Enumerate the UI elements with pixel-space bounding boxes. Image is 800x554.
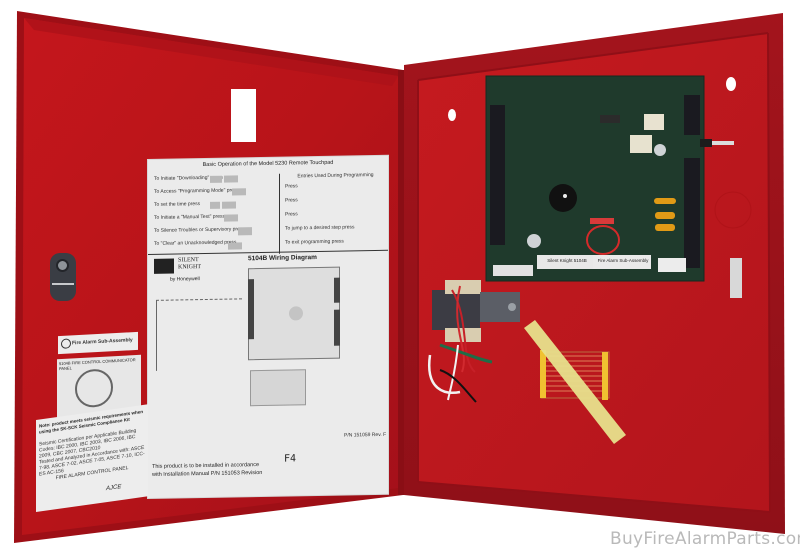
board-label-model: Silent Knight 5104B bbox=[547, 258, 587, 263]
seismic-label: Note: product meets seismic requirements… bbox=[36, 404, 148, 512]
door-slot bbox=[231, 89, 256, 142]
brand-logo-icon bbox=[154, 258, 174, 274]
latch-screw-icon bbox=[56, 259, 69, 272]
terminal-strip-right-bottom bbox=[684, 158, 700, 268]
circuit-board bbox=[486, 76, 704, 281]
install-note-line2: with Installation Manual P/N 151053 Revi… bbox=[152, 470, 263, 478]
brand-subtitle: by Honeywell bbox=[170, 276, 200, 283]
ul-mark-icon bbox=[61, 338, 71, 349]
brand-name-line1: SILENT bbox=[178, 257, 199, 264]
approval-seal-icon bbox=[75, 368, 113, 409]
yellow-tape bbox=[524, 320, 626, 444]
side-sticker bbox=[730, 258, 742, 298]
instructions-right: Press Press Press To jump to a desired s… bbox=[285, 182, 385, 254]
door-latch[interactable] bbox=[50, 253, 76, 301]
revision-mark: F4 bbox=[284, 453, 297, 465]
seismic-signature: AJCE bbox=[106, 484, 122, 493]
wiring-diagram bbox=[248, 266, 340, 361]
terminal-strip-right-top bbox=[684, 95, 700, 135]
instructions-left: To Initiate "Downloading" press To Acces… bbox=[154, 174, 272, 254]
instructions-right-title: Entries Used During Programming bbox=[297, 172, 374, 180]
install-note-line1: This product is to be installed in accor… bbox=[152, 462, 260, 470]
part-number: P/N 151059 Rev. F bbox=[344, 431, 387, 439]
door-label-main: Basic Operation of the Model 5230 Remote… bbox=[148, 155, 388, 498]
diagram-lines bbox=[156, 298, 242, 371]
touchpad-header-title: Basic Operation of the Model 5230 Remote… bbox=[202, 159, 334, 169]
brand-name-line2: KNIGHT bbox=[178, 264, 201, 271]
battery-drawing bbox=[250, 369, 306, 407]
column-divider bbox=[279, 173, 280, 254]
watermark: BuyFireAlarmParts.com bbox=[610, 529, 800, 549]
latch-bar bbox=[52, 283, 74, 285]
subassembly-title: Fire Alarm Sub-Assembly bbox=[72, 337, 133, 347]
buzzer bbox=[549, 184, 577, 212]
terminal-strip-left bbox=[490, 105, 505, 245]
board-label-subassembly: Fire Alarm Sub-Assembly bbox=[597, 258, 649, 263]
wiring-diagram-title: 5104B Wiring Diagram bbox=[248, 254, 317, 263]
